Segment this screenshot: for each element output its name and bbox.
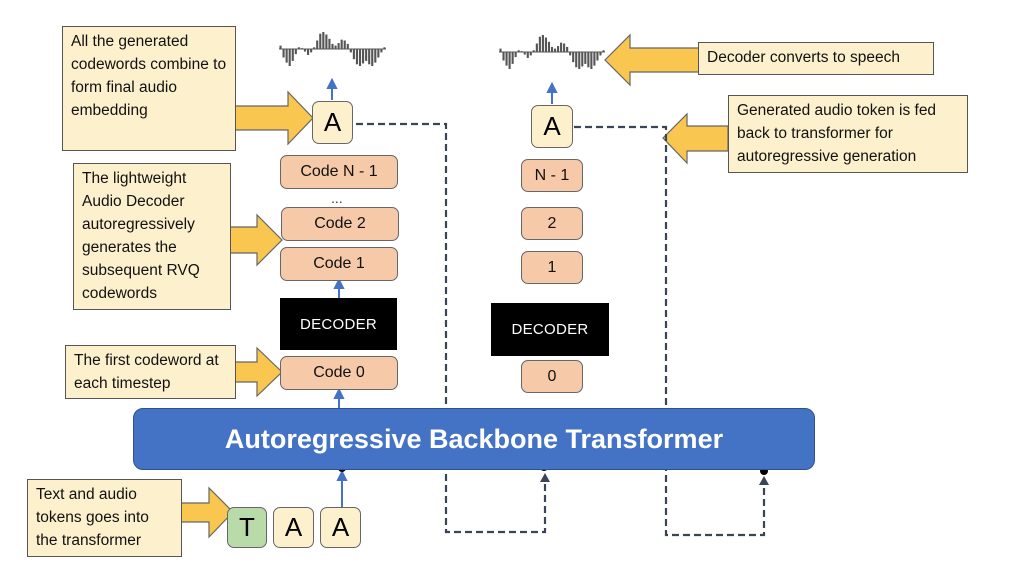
dashed-feedback-right [574,125,766,537]
ellipsis: ... [331,190,343,206]
flow-arrows-left [326,77,348,514]
code-1: Code 1 [280,247,398,281]
arrow-to-code2 [226,213,283,267]
code-0-right: 0 [521,360,583,393]
arrow-to-final-audio [232,90,314,146]
arrow-to-input-tokens [177,486,234,539]
note-first-codeword: The first codeword at each timestep [65,345,236,399]
audio-decoder-left: DECODER [280,298,397,350]
note-input-tokens: Text and audio tokens goes into the tran… [27,479,182,557]
dashed-arrowhead-right [759,476,769,485]
input-text-token: T [227,507,267,548]
note-lightweight-decoder: The lightweight Audio Decoder autoregres… [73,163,231,310]
note-combine: All the generated codewords combine to f… [62,26,236,151]
waveform-left-icon [279,32,386,66]
autoregressive-backbone-transformer: Autoregressive Backbone Transformer [133,408,815,470]
waveform-right-icon [499,35,605,69]
dashed-feedback-left [356,122,547,534]
arrow-to-speech [604,33,703,87]
code-n-minus-1-right: N - 1 [521,159,583,192]
arrow-feedback [662,112,729,165]
flow-arrow-right [546,81,558,104]
input-audio-token-2: A [320,507,361,548]
code-2-right: 2 [521,207,583,240]
code-2: Code 2 [281,207,399,241]
code-n-minus-1: Code N - 1 [280,155,398,189]
code-1-right: 1 [521,251,583,284]
arrow-to-code0 [231,346,283,398]
note-speech: Decoder converts to speech [698,42,934,75]
audio-decoder-right: DECODER [491,303,609,356]
note-feedback: Generated audio token is fed back to tra… [728,95,968,173]
input-audio-token-1: A [273,507,314,548]
code-0: Code 0 [280,356,398,390]
dashed-arrowhead-left [540,473,550,482]
generated-audio-token: A [531,105,573,148]
final-audio-token: A [312,101,353,144]
